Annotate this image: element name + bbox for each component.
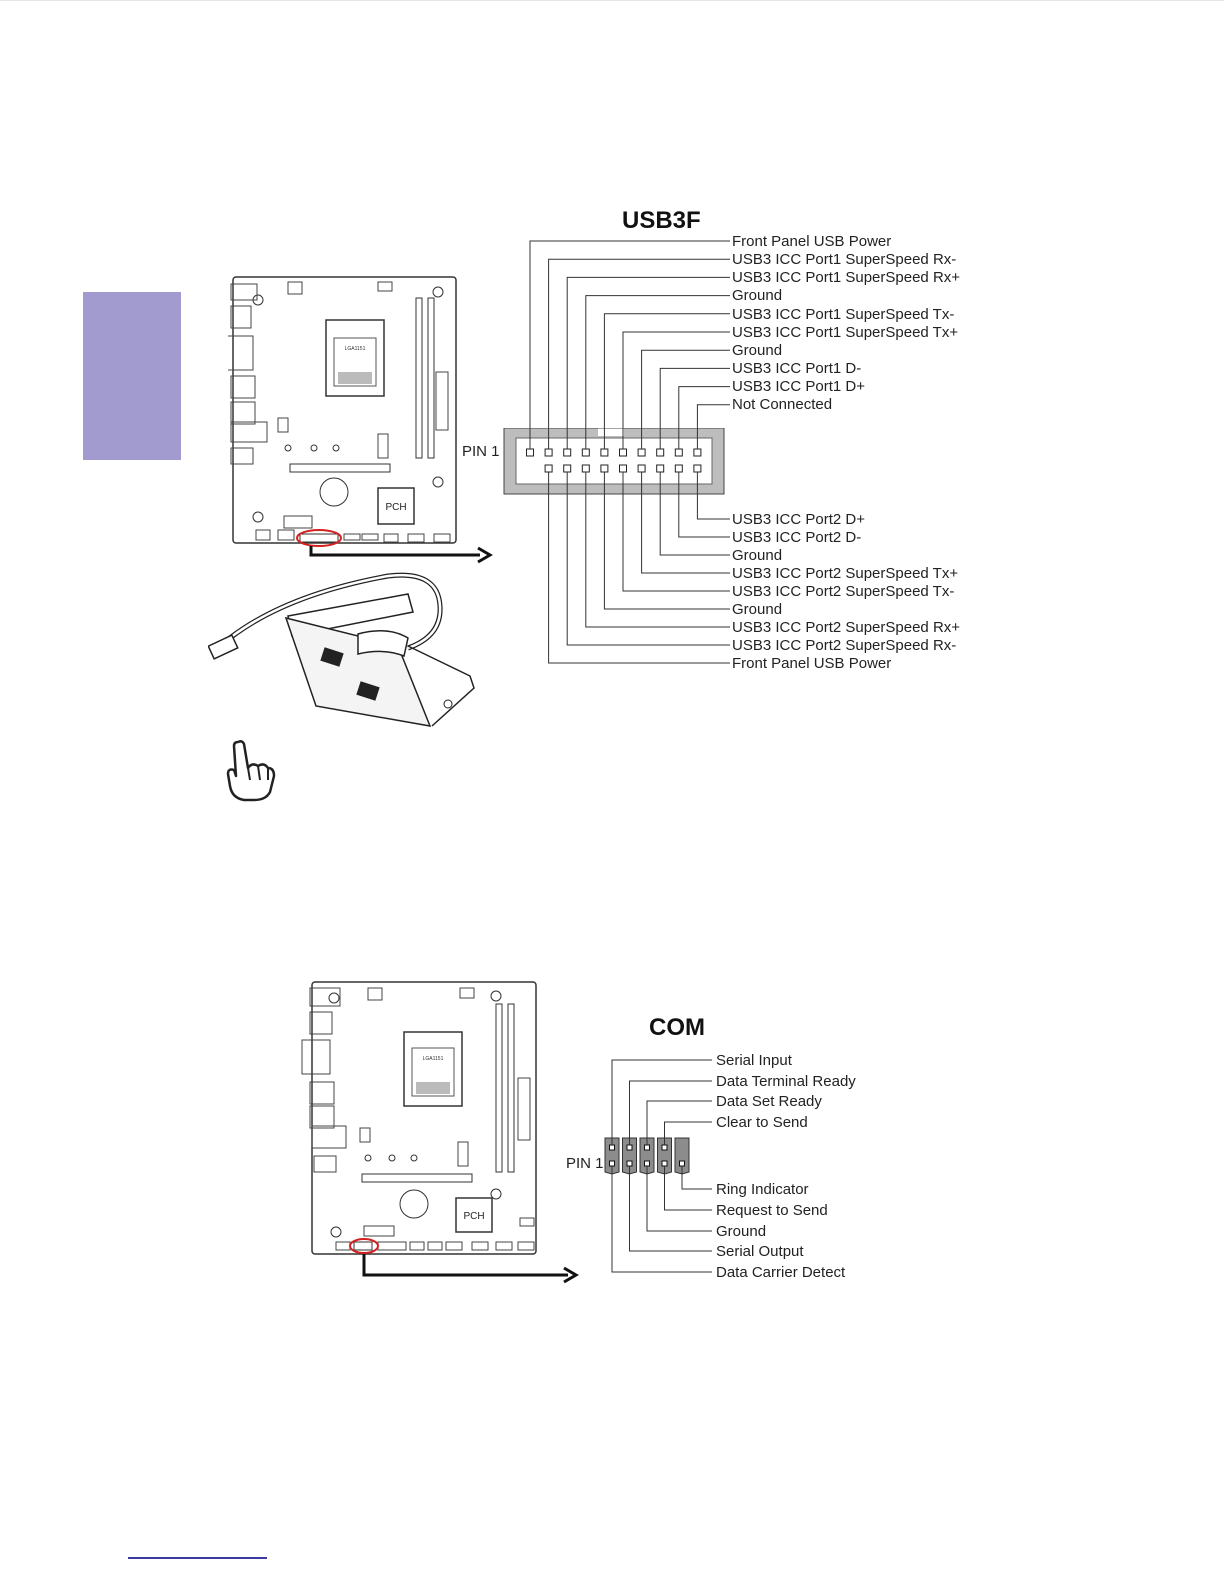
chipset-label: PCH <box>385 502 406 513</box>
usb3f-highlight-ring <box>296 529 342 547</box>
com-pin-header <box>604 1137 690 1175</box>
com-leader-line <box>664 1121 712 1145</box>
usb3f-pin1-label: PIN 1 <box>462 443 500 460</box>
motherboard-diagram-usb3f: LGA1151 PCH <box>228 276 493 564</box>
com-bottom-pin-label: Ground <box>716 1223 767 1240</box>
com-leader-line <box>646 1100 712 1145</box>
usb3f-leader-line <box>548 258 730 449</box>
usb3f-top-pin-label: Front Panel USB Power <box>732 233 892 250</box>
usb3f-leader-line <box>566 276 730 449</box>
com-highlight-ring <box>349 1238 379 1254</box>
com-leader-line <box>646 1166 712 1232</box>
usb3f-leader-line <box>641 472 730 574</box>
top-rule <box>0 0 1224 1</box>
usb3f-title: USB3F <box>622 207 701 234</box>
com-pin-block <box>604 1137 620 1175</box>
note-hand-icon <box>226 740 276 802</box>
com-leader-line <box>611 1166 712 1273</box>
usb3f-leader-line <box>641 349 730 449</box>
com-pin-block <box>657 1137 672 1175</box>
usb3f-top-pin-label: USB3 ICC Port1 SuperSpeed Tx- <box>732 306 955 323</box>
usb3f-leader-line <box>603 472 730 610</box>
usb3f-bottom-pin-label: USB3 ICC Port2 SuperSpeed Tx- <box>732 583 955 600</box>
com-leader-lines <box>611 1059 712 1273</box>
usb3f-leader-line <box>529 240 730 449</box>
usb3f-top-pin-label: USB3 ICC Port1 SuperSpeed Rx+ <box>732 269 961 286</box>
com-leader-line <box>611 1059 712 1145</box>
usb3f-leader-line <box>566 472 730 646</box>
com-bottom-pin-label: Ring Indicator <box>716 1181 809 1198</box>
usb3f-bottom-pin-label: USB3 ICC Port2 SuperSpeed Tx+ <box>732 565 959 582</box>
usb3f-bottom-pin-label: Ground <box>732 547 783 564</box>
chipset-label: PCH <box>463 1211 484 1222</box>
com-leader-line <box>664 1166 712 1211</box>
com-pin1-label: PIN 1 <box>566 1155 604 1172</box>
usb3f-leader-line <box>659 472 730 556</box>
socket-label: LGA1151 <box>345 346 366 352</box>
usb3f-bottom-pin-label: USB3 ICC Port2 D+ <box>732 511 865 528</box>
usb3f-leader-lines <box>529 240 730 664</box>
usb3f-leader-line <box>678 472 730 538</box>
usb3f-leader-line <box>696 472 730 520</box>
com-top-pin-label: Data Terminal Ready <box>716 1073 856 1090</box>
usb3f-bottom-pin-label: USB3 ICC Port2 SuperSpeed Rx- <box>732 637 957 654</box>
usb3f-top-pin-label: Not Connected <box>732 396 833 413</box>
usb3f-leader-line <box>585 472 730 628</box>
com-leader-line <box>629 1080 712 1145</box>
com-leader-line <box>629 1166 712 1252</box>
usb3f-leader-line <box>678 386 730 449</box>
usb3f-top-pin-label: USB3 ICC Port1 D- <box>732 360 862 377</box>
usb3f-leader-line <box>622 472 730 592</box>
usb3f-leader-line <box>548 472 730 664</box>
usb3f-bottom-pin-label: USB3 ICC Port2 SuperSpeed Rx+ <box>732 619 961 636</box>
com-pin-block <box>639 1137 655 1175</box>
usb3f-top-pin-label: Ground <box>732 287 783 304</box>
motherboard-diagram-com: LGA1151 PCH <box>301 981 579 1284</box>
usb3f-top-pin-label: USB3 ICC Port1 D+ <box>732 378 865 395</box>
com-bottom-pin-label: Serial Output <box>716 1243 804 1260</box>
footer-rule <box>128 1557 267 1559</box>
usb3f-leader-line <box>659 367 730 449</box>
usb3f-pins <box>526 448 702 473</box>
usb3f-leader-line <box>585 295 730 449</box>
com-top-pin-label: Clear to Send <box>716 1114 808 1131</box>
usb3f-leader-line <box>603 313 730 449</box>
usb3f-top-pin-label: USB3 ICC Port1 SuperSpeed Tx+ <box>732 324 959 341</box>
chapter-side-tab <box>83 292 181 460</box>
com-pin-block <box>674 1137 690 1175</box>
com-leader-line <box>681 1166 712 1190</box>
com-bottom-pin-label: Request to Send <box>716 1202 828 1219</box>
com-bottom-pin-label: Data Carrier Detect <box>716 1264 846 1281</box>
com-title: COM <box>649 1014 705 1041</box>
usb3f-bottom-pin-label: USB3 ICC Port2 D- <box>732 529 862 546</box>
usb3f-bottom-pin-label: Front Panel USB Power <box>732 655 892 672</box>
usb3-front-bracket-illustration <box>208 572 475 727</box>
usb3f-leader-line <box>622 331 730 449</box>
com-pin-block <box>622 1137 637 1175</box>
usb3f-bottom-pin-label: Ground <box>732 601 783 618</box>
com-top-pin-label: Data Set Ready <box>716 1093 822 1110</box>
usb3f-top-pin-label: USB3 ICC Port1 SuperSpeed Rx- <box>732 251 957 268</box>
socket-label: LGA1151 <box>423 1056 444 1062</box>
usb3f-top-pin-label: Ground <box>732 342 783 359</box>
usb3f-leader-line <box>696 404 730 449</box>
com-top-pin-label: Serial Input <box>716 1052 792 1069</box>
